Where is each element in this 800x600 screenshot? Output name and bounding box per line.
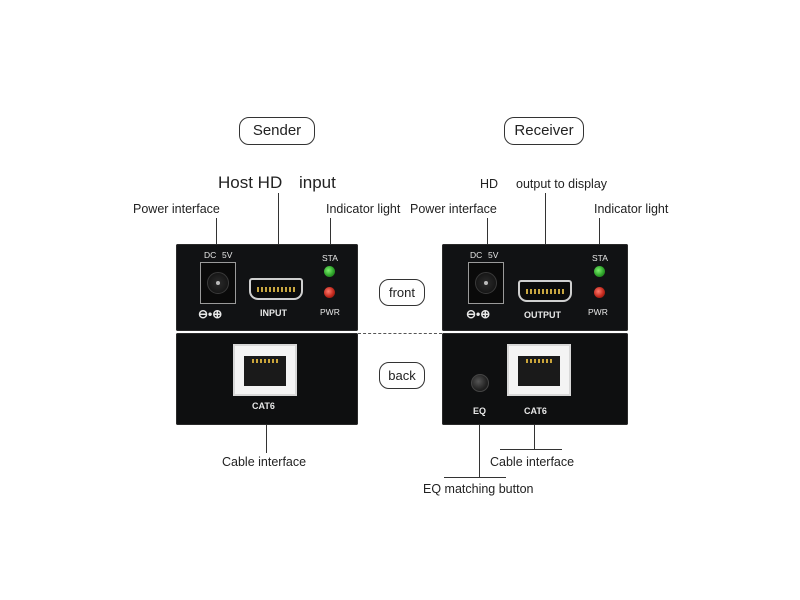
sender-input-label: input bbox=[299, 173, 336, 192]
receiver-eq-callout-hline bbox=[444, 477, 506, 478]
sender-indicator-callout-line bbox=[330, 218, 331, 258]
receiver-front-panel: DC 5V ⊖•⊕ OUTPUT STA PWR bbox=[442, 244, 628, 331]
receiver-dc-pin bbox=[484, 281, 488, 285]
receiver-output-port-label: OUTPUT bbox=[524, 310, 561, 320]
sender-back-panel: CAT6 bbox=[176, 333, 358, 425]
sender-power-callout-line bbox=[216, 218, 217, 268]
back-label: back bbox=[379, 362, 425, 389]
receiver-rj45-socket bbox=[518, 356, 560, 386]
receiver-hdmi-port[interactable] bbox=[518, 280, 572, 302]
sender-front-panel: DC 5V ⊖•⊕ INPUT STA PWR bbox=[176, 244, 358, 331]
front-back-divider bbox=[358, 333, 442, 334]
receiver-cable-callout-hline bbox=[500, 449, 562, 450]
receiver-back-panel: EQ CAT6 bbox=[442, 333, 628, 425]
receiver-hdmi-pins bbox=[526, 289, 564, 294]
sender-dc-socket bbox=[207, 272, 229, 294]
receiver-cable-label: Cable interface bbox=[490, 455, 575, 469]
sender-cat6-label: CAT6 bbox=[252, 401, 275, 411]
receiver-hdmi-callout-line bbox=[545, 193, 546, 280]
sender-input-port-label: INPUT bbox=[260, 308, 287, 318]
receiver-hd-label: HD bbox=[480, 177, 499, 191]
sender-sta-label: STA bbox=[322, 253, 338, 263]
receiver-sta-led bbox=[594, 266, 605, 277]
sender-pwr-led bbox=[324, 287, 335, 298]
sender-polarity-symbol: ⊖•⊕ bbox=[198, 307, 223, 321]
receiver-title: Receiver bbox=[504, 117, 584, 145]
receiver-eq-button[interactable] bbox=[471, 374, 489, 392]
receiver-dc-socket bbox=[475, 272, 497, 294]
sender-pwr-label: PWR bbox=[320, 307, 340, 317]
sender-indicator-label: Indicator light bbox=[326, 202, 401, 216]
sender-hdmi-pins bbox=[257, 287, 295, 292]
receiver-pwr-led bbox=[594, 287, 605, 298]
receiver-cat6-label: CAT6 bbox=[524, 406, 547, 416]
sender-hdmi-callout-line bbox=[278, 193, 279, 278]
receiver-output-label: output to display bbox=[516, 177, 608, 191]
receiver-pwr-label: PWR bbox=[588, 307, 608, 317]
sender-dc-pin bbox=[216, 281, 220, 285]
sender-rj45-socket bbox=[244, 356, 286, 386]
receiver-volt-label: 5V bbox=[488, 250, 499, 260]
sender-cable-label: Cable interface bbox=[222, 455, 307, 469]
front-label: front bbox=[379, 279, 425, 306]
receiver-dc-label: DC bbox=[470, 250, 483, 260]
receiver-indicator-label: Indicator light bbox=[594, 202, 669, 216]
sender-rj45-port[interactable] bbox=[233, 344, 297, 396]
receiver-eq-label: EQ matching button bbox=[423, 482, 534, 496]
sender-rj45-pins bbox=[252, 359, 278, 363]
sender-cable-callout-line bbox=[266, 425, 267, 453]
sender-power-label: Power interface bbox=[133, 202, 220, 216]
receiver-dc-jack[interactable] bbox=[468, 262, 504, 304]
receiver-eq-callout-line bbox=[479, 425, 480, 477]
receiver-polarity-symbol: ⊖•⊕ bbox=[466, 307, 491, 321]
receiver-indicator-callout-line bbox=[599, 218, 600, 258]
receiver-cable-callout-line bbox=[534, 425, 535, 449]
sender-dc-jack[interactable] bbox=[200, 262, 236, 304]
sender-sta-led bbox=[324, 266, 335, 277]
sender-host-hd-label: Host HD bbox=[218, 173, 283, 192]
receiver-rj45-pins bbox=[526, 359, 552, 363]
receiver-sta-label: STA bbox=[592, 253, 608, 263]
sender-title: Sender bbox=[239, 117, 315, 145]
receiver-power-label: Power interface bbox=[410, 202, 497, 216]
receiver-rj45-port[interactable] bbox=[507, 344, 571, 396]
receiver-eq-port-label: EQ bbox=[473, 406, 487, 416]
sender-volt-label: 5V bbox=[222, 250, 233, 260]
sender-dc-label: DC bbox=[204, 250, 217, 260]
sender-hdmi-port[interactable] bbox=[249, 278, 303, 300]
